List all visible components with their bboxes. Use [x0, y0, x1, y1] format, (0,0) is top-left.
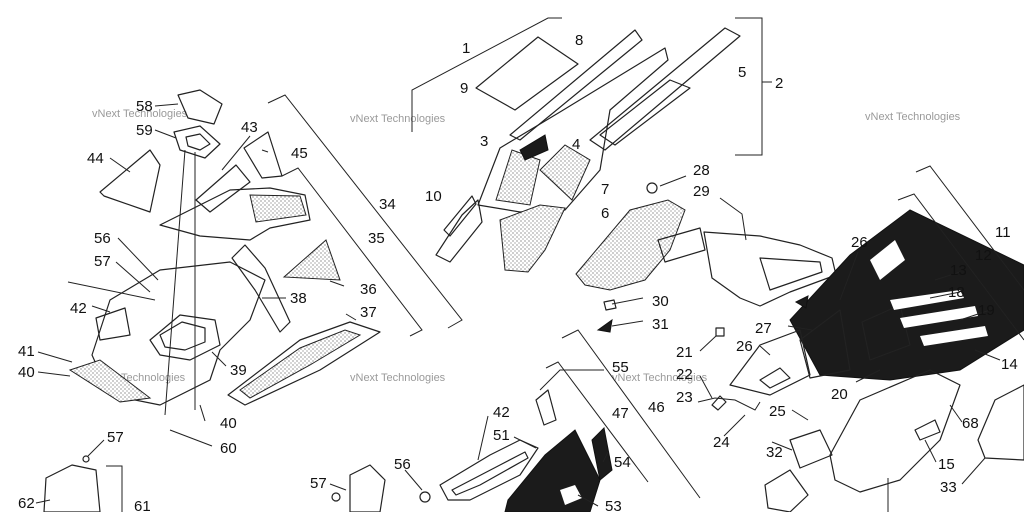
label-29: 29 [693, 183, 710, 200]
label-40b: 40 [220, 415, 237, 432]
label-46: 46 [648, 399, 665, 416]
label-68: 68 [962, 415, 979, 432]
hood-assembly [411, 17, 772, 273]
label-18: 18 [948, 284, 965, 301]
label-23: 23 [676, 389, 693, 406]
label-26b: 26 [736, 338, 753, 355]
label-60: 60 [220, 440, 237, 457]
label-14: 14 [1001, 356, 1018, 373]
label-19: 19 [978, 302, 995, 319]
label-44: 44 [87, 150, 104, 167]
part-labels: 1 2 3 4 5 6 7 8 9 10 11 12 13 14 15 18 1… [18, 32, 1018, 512]
label-56a: 56 [94, 230, 111, 247]
label-3: 3 [480, 133, 488, 150]
label-41: 41 [18, 343, 35, 360]
label-51: 51 [493, 427, 510, 444]
label-40a: 40 [18, 364, 35, 381]
label-59: 59 [136, 122, 153, 139]
label-36: 36 [360, 281, 377, 298]
right-side-panel [575, 175, 837, 333]
label-5: 5 [738, 64, 746, 81]
label-30: 30 [652, 293, 669, 310]
bottom-left-parts [35, 439, 123, 512]
label-10: 10 [425, 188, 442, 205]
label-57a: 57 [94, 253, 111, 270]
label-22: 22 [676, 366, 693, 383]
label-28: 28 [693, 162, 710, 179]
label-43: 43 [241, 119, 258, 136]
left-panel-assembly [37, 89, 463, 447]
label-7: 7 [601, 181, 609, 198]
label-34: 34 [379, 196, 396, 213]
label-26a: 26 [851, 234, 868, 251]
watermark-1: vNext Technologies [92, 108, 188, 120]
label-15: 15 [938, 456, 955, 473]
label-42b: 42 [493, 404, 510, 421]
label-6: 6 [601, 205, 609, 222]
watermark-2: vNext Technologies [350, 113, 446, 125]
label-39: 39 [230, 362, 247, 379]
label-38: 38 [290, 290, 307, 307]
label-32: 32 [766, 444, 783, 461]
lower-center-parts [329, 327, 809, 512]
label-56b: 56 [394, 456, 411, 473]
label-20: 20 [831, 386, 848, 403]
label-55: 55 [612, 359, 629, 376]
right-black-panel [729, 165, 1024, 512]
label-27: 27 [755, 320, 772, 337]
label-25: 25 [769, 403, 786, 420]
watermark-5: vNext Technologies [350, 372, 446, 384]
label-57c: 57 [310, 475, 327, 492]
label-9: 9 [460, 80, 468, 97]
label-21: 21 [676, 344, 693, 361]
label-1: 1 [462, 40, 470, 57]
label-4: 4 [572, 136, 580, 153]
watermark-3: vNext Technologies [865, 111, 961, 123]
label-62: 62 [18, 495, 35, 512]
label-35: 35 [368, 230, 385, 247]
label-47: 47 [612, 405, 629, 422]
label-58: 58 [136, 98, 153, 115]
label-45: 45 [291, 145, 308, 162]
label-8: 8 [575, 32, 583, 49]
label-24: 24 [713, 434, 730, 451]
label-57b: 57 [107, 429, 124, 446]
label-2: 2 [775, 75, 783, 92]
label-61: 61 [134, 498, 151, 512]
label-12: 12 [975, 247, 992, 264]
label-42a: 42 [70, 300, 87, 317]
label-33: 33 [940, 479, 957, 496]
watermark-6: vNext Technologies [612, 372, 708, 384]
label-31: 31 [652, 316, 669, 333]
label-37: 37 [360, 304, 377, 321]
label-53: 53 [605, 498, 622, 512]
label-54: 54 [614, 454, 631, 471]
label-13: 13 [950, 262, 967, 279]
label-11: 11 [995, 224, 1011, 241]
